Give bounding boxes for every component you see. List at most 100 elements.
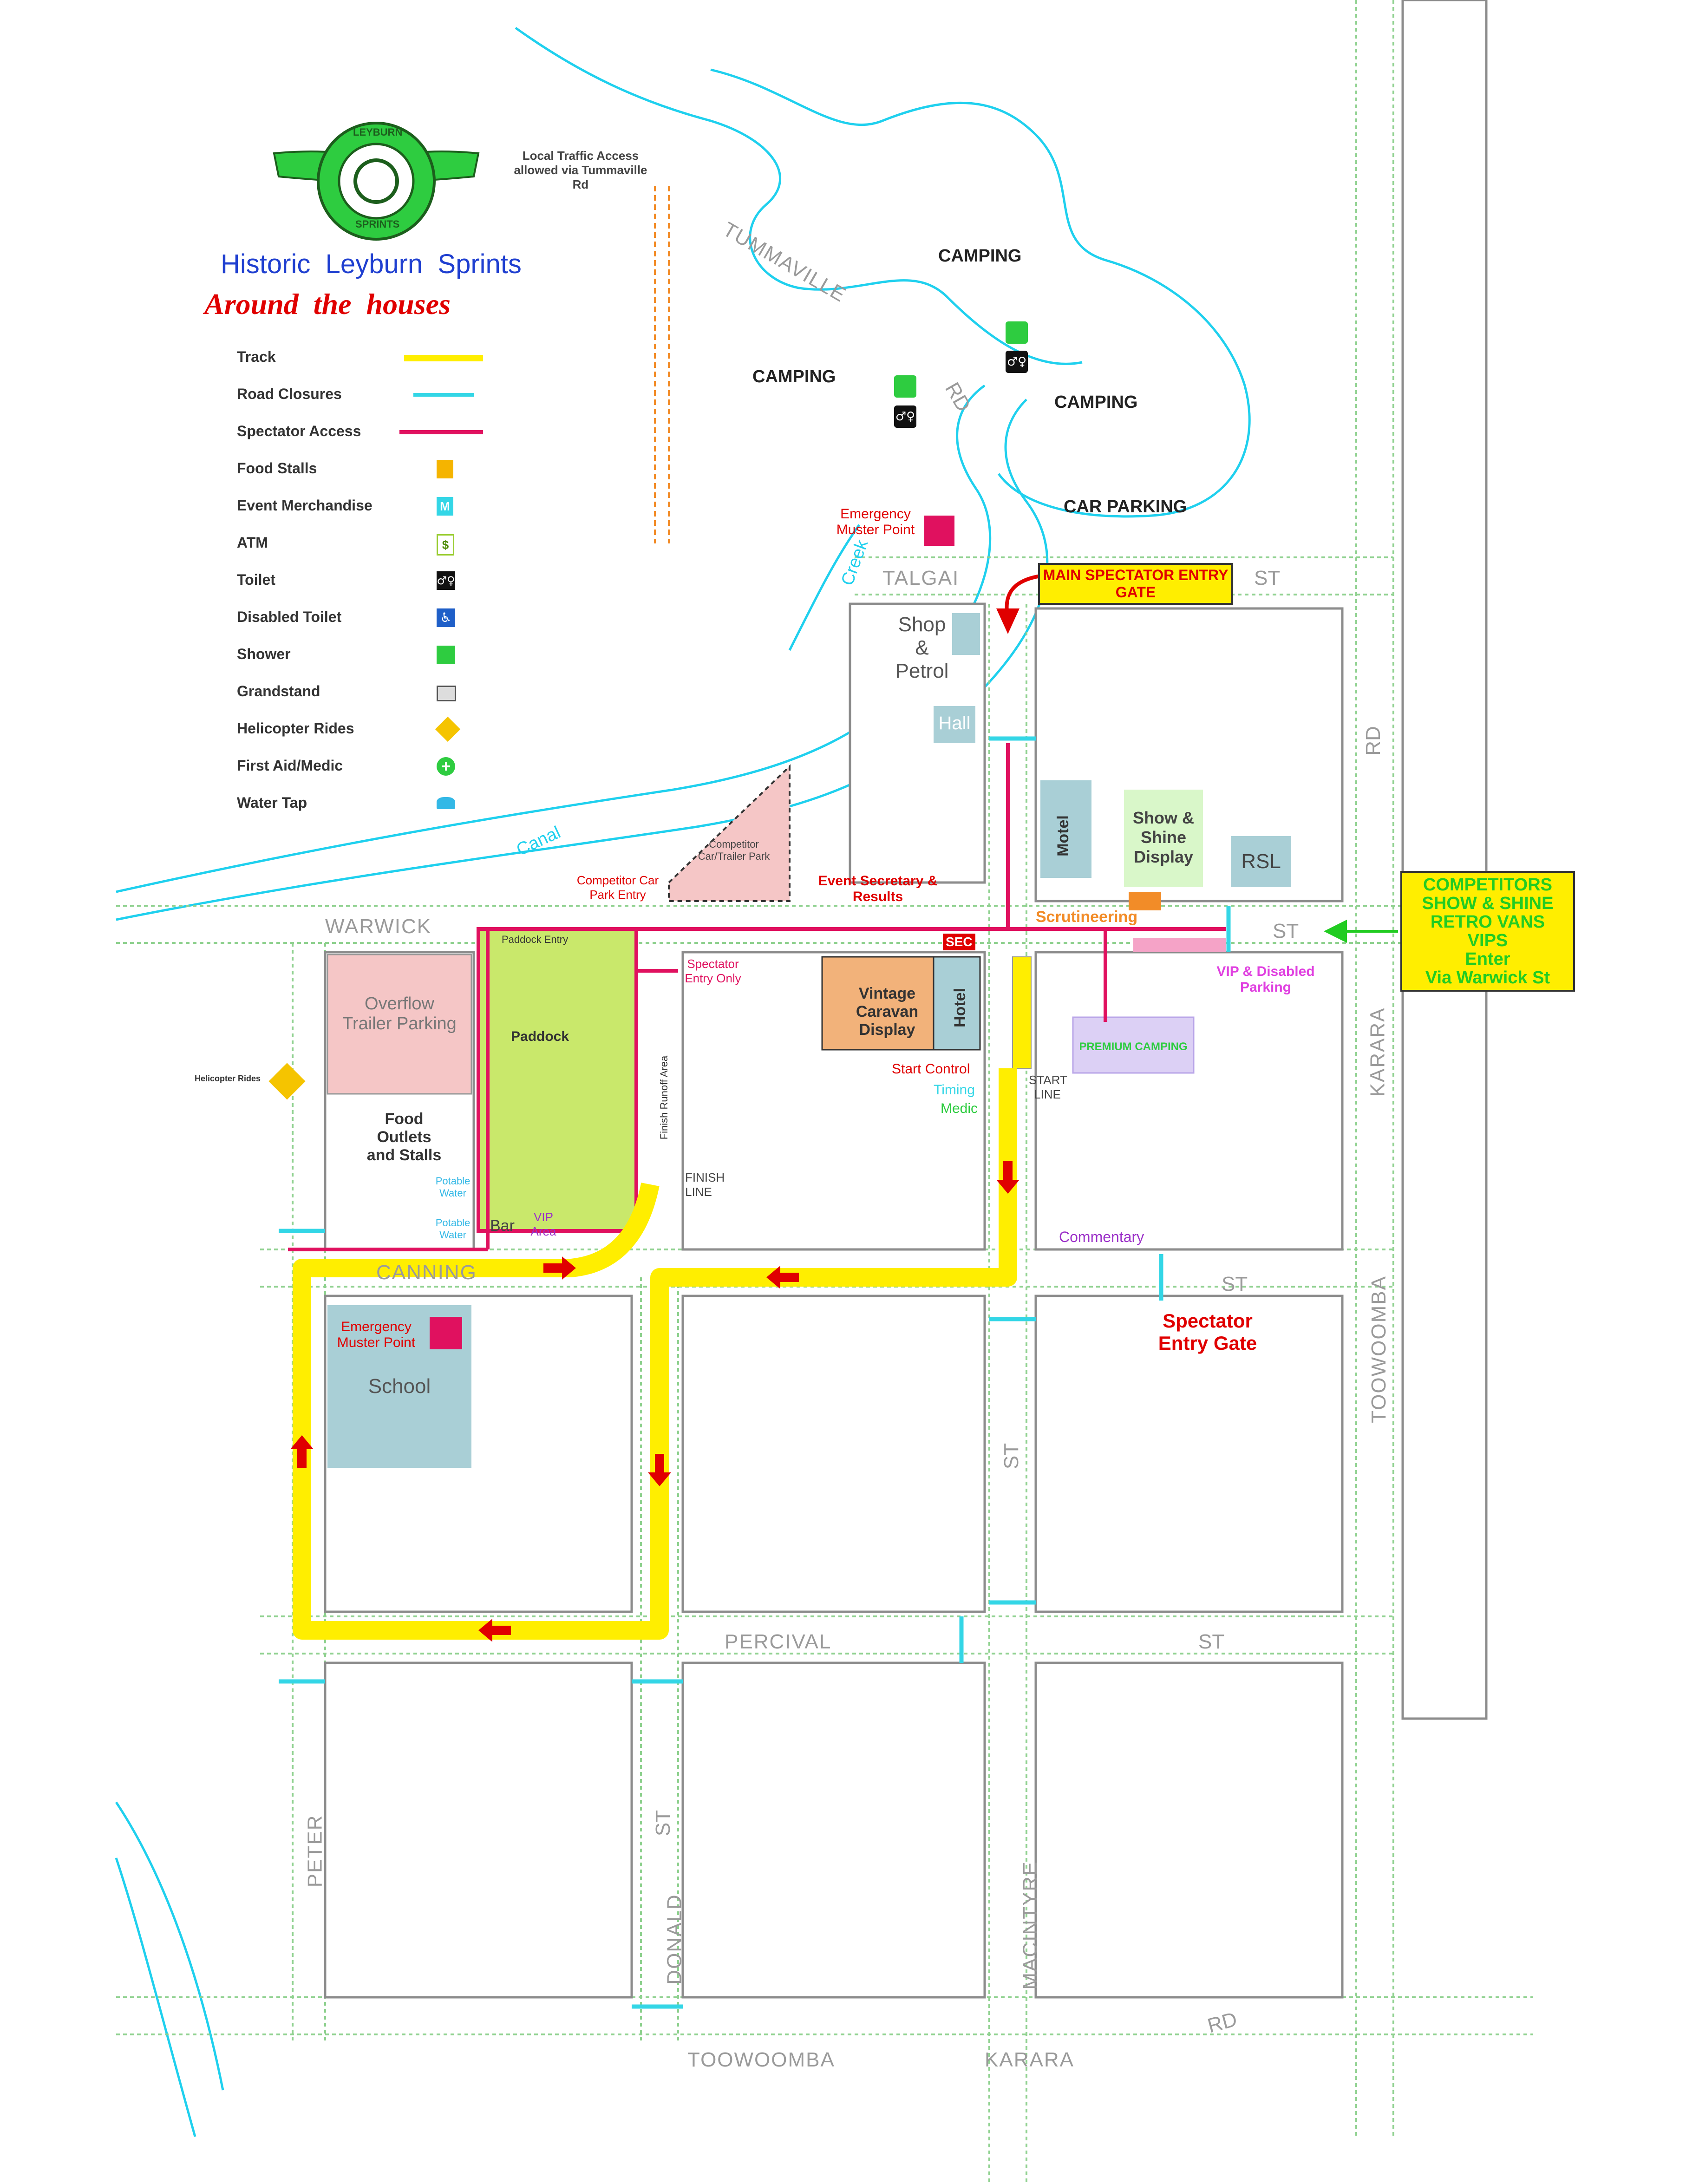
commentary-label: Commentary [1059,1229,1144,1245]
competitors-line: SHOW & SHINE [1422,894,1554,913]
main-gate-box: MAIN SPECTATOR ENTRY GATE [1038,563,1233,605]
legend-row: Event Merchandise M [237,497,497,534]
emergency-muster-top: Emergency Muster Point [836,506,915,537]
legend-label: Water Tap [237,794,307,811]
street-peter: PETER [303,1814,327,1888]
legend-label: Track [237,348,276,365]
hall-zone [934,706,975,743]
street-donald-st: ST [652,1810,675,1837]
street-macintyre-st: ST [1000,1443,1023,1470]
street-percival: PERCIVAL [725,1630,832,1653]
legend-row: Shower [237,646,497,683]
paddock-label: Paddock [511,1029,569,1044]
camping-label-3: CAMPING [1054,392,1138,412]
paddock-entry-label: Paddock Entry [502,934,569,945]
start-line-label: START LINE [1029,1073,1067,1101]
medic-label: Medic [941,1101,978,1116]
bar-label: Bar [490,1217,515,1235]
local-traffic-lines [654,186,670,543]
emergency-square-school [430,1317,462,1349]
legend-row: First Aid/Medic + [237,757,497,794]
emergency-muster-school: Emergency Muster Point [337,1319,416,1350]
street-karara-bottom: KARARA [985,2048,1074,2071]
map-title: Historic Leyburn Sprints [221,249,522,279]
disabled-toilet-icon: ♿ [437,608,455,627]
competitors-line: Via Warwick St [1425,968,1550,987]
show-shine-zone [1124,790,1203,887]
competitor-entry-arrowhead [1324,920,1347,943]
overflow-parking-label: Overflow Trailer Parking [342,994,457,1033]
vip-parking-zone [1133,938,1226,952]
shower-icon [1006,321,1028,344]
car-parking-label: CAR PARKING [1064,497,1187,517]
camping-label-1: CAMPING [938,246,1022,266]
legend-label: Event Merchandise [237,497,372,514]
main-gate-arrowhead [996,608,1019,634]
competitor-entry-label: Competitor Car Park Entry [576,873,659,902]
legend-row: ATM$ [237,534,497,571]
finish-line-label: FINISH LINE [685,1170,725,1199]
toilet-icon: ♂♀ [437,571,455,590]
vintage-caravan-zone [821,956,934,1051]
legend-row: Grandstand [237,683,497,720]
street-toowoomba-bottom: TOOWOOMBA [687,2048,835,2071]
legend-label: Food Stalls [237,460,317,477]
food-stall-icon [437,460,453,478]
legend-label: Helicopter Rides [237,720,354,737]
show-shine-label: Show & Shine Display [1133,808,1194,866]
hotel-zone [933,956,981,1051]
first-aid-icon: + [437,757,455,776]
legend-row: Helicopter Rides [237,716,497,757]
legend-label: Toilet [237,571,275,588]
street-warwick-st: ST [1273,920,1299,942]
spectator-entry-only-label: Spectator Entry Only [685,957,741,985]
toilet-icon: ♂♀ [1006,351,1028,373]
street-canning-st: ST [1222,1273,1248,1295]
legend-label: Shower [237,646,291,662]
legend-row: Food Stalls [237,460,497,497]
merchandise-icon: M [437,497,453,516]
legend-label: Disabled Toilet [237,608,342,625]
grandstand-icon [437,686,456,701]
road-closures [279,736,1231,2009]
legend-row: Track [237,348,497,386]
map-subtitle: Around the houses [204,288,451,320]
spectator-access-line-icon [399,430,483,434]
shop-petrol-label: Shop & Petrol [895,613,949,682]
premium-camping-label: PREMIUM CAMPING [1079,1040,1188,1053]
camping-label-2: CAMPING [752,367,836,386]
hotel-label: Hotel [951,988,969,1027]
toilet-icon: ♂♀ [894,405,916,428]
street-talgai: TALGAI [882,567,960,589]
spectator-gate-label: Spectator Entry Gate [1158,1310,1257,1354]
paddock-zone [477,927,638,1233]
competitors-line: COMPETITORS [1423,875,1552,895]
street-toowoomba-right: TOOWOOMBA [1367,1275,1390,1423]
potable-water-label-2: Potable Water [435,1217,471,1241]
school-label: School [368,1375,431,1398]
competitors-line: RETRO VANS [1430,912,1545,932]
helicopter-icon [435,716,461,742]
shop-zone [952,613,980,655]
street-karara-right: KARARA [1366,1007,1389,1097]
potable-water-label-1: Potable Water [435,1175,471,1199]
road-closure-line-icon [413,393,474,397]
street-donald: DONALD [663,1894,686,1985]
street-warwick: WARWICK [325,915,432,938]
rsl-label: RSL [1241,850,1281,873]
legend-label: First Aid/Medic [237,757,343,774]
street-macintyre: MACINTYRE [1019,1861,1042,1990]
competitors-entry-box: COMPETITORS SHOW & SHINE RETRO VANS VIPS… [1400,871,1575,992]
leyburn-logo [273,122,480,241]
start-control-label: Start Control [892,1061,970,1077]
finish-runoff-label: Finish Runoff Area [658,1055,670,1140]
hall-label: Hall [938,713,971,733]
motel-label: Motel [1054,815,1072,857]
race-track [293,1068,1017,1640]
competitors-line: Enter [1465,949,1510,969]
overflow-parking-zone [327,954,472,1095]
competitor-park-label: Competitor Car/Trailer Park [698,838,770,862]
food-outlets-label: Food Outlets and Stalls [366,1110,442,1164]
logo-ring-bottom: SPRINTS [355,218,400,230]
